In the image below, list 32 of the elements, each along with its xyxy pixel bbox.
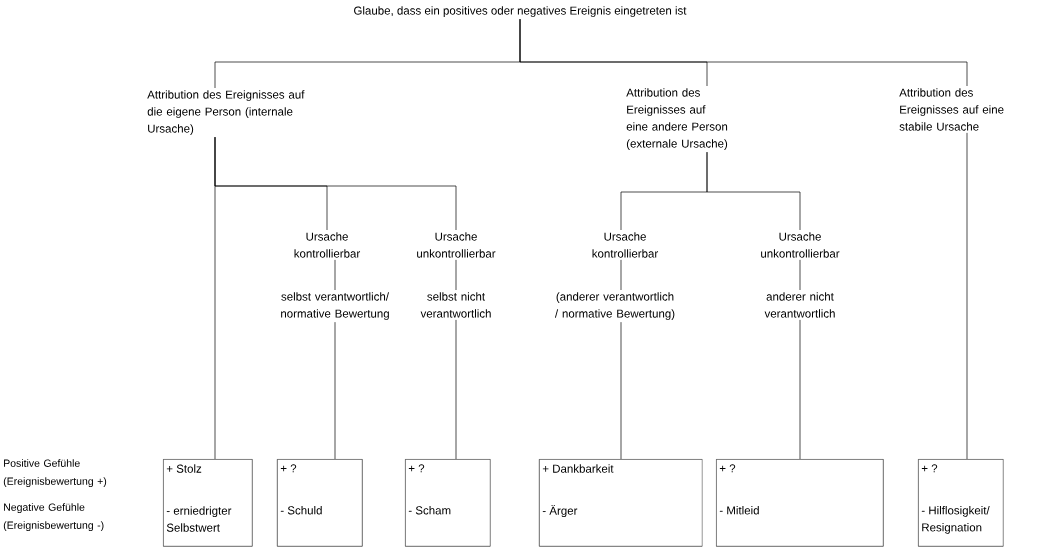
cause-text: anderer nicht verantwortlich [764,292,835,318]
connector-line [620,321,622,460]
cause-text: Ursache unkontrollierbar [761,232,840,258]
cause-text: (anderer verantwortlich / normative Bewertung) [554,292,675,320]
attribution-text: Attribution des Ereignisses auf eine stabile Ursache [899,88,1004,131]
cause-text: Ursache kontrollierbar [592,232,659,258]
cause-text: Ursache kontrollierbar [294,232,361,258]
statement-text: Glaube, dass ein positives oder negatives Ereignis eingetreten ist [354,6,687,17]
connector-line [455,319,457,460]
connector-line [799,259,801,291]
emotion-box: + Dankbarkeit - Ärger [539,459,703,547]
connector-line [214,136,216,460]
connector-line [966,132,968,460]
cause-text: selbst verantwortlich/ normative Bewertung [281,292,389,320]
cause-text: selbst nicht verantwortlich [420,292,491,318]
connector-line [334,259,336,291]
emotion-box: + ? - Mitleid [716,459,884,547]
connector-line [455,259,457,291]
row-label: Positive Gefühle (Ereignisbewertung +) [3,459,107,487]
connector-line [334,321,336,460]
attribution-text: Attribution des Ereignisses auf die eigene Person (internale Ursache) [147,90,305,135]
emotion-box: + ? - Scham [405,459,491,547]
cause-text: Ursache unkontrollierbar [417,232,496,258]
row-label: Negative Gefühle (Ereignisbewertung -) [3,503,104,531]
emotion-box: + ? - Hilflosigkeit/ Resignation [918,459,1004,547]
attribution-text: Attribution des Ereignisses auf eine andere Person (externale Ursache) [626,88,728,150]
connector-line [706,151,801,231]
emotion-box: + Stolz - erniedrigter Selbstwert [163,459,253,547]
connector-line [519,18,968,87]
connector-line [799,319,801,460]
emotion-box: + ? - Schuld [277,459,363,547]
connector-line [620,259,622,291]
